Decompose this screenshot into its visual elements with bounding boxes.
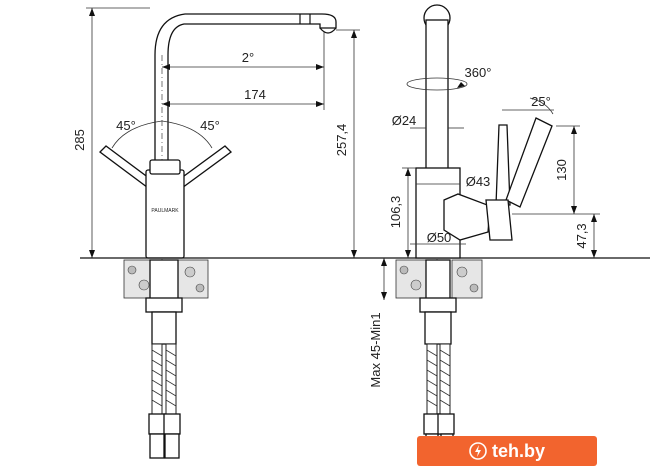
dim-height-spout: 257,4: [334, 124, 349, 157]
dim-mounting: Max 45-Min1: [368, 312, 383, 387]
dim-diameter-base: Ø50: [427, 230, 452, 245]
dim-lever-angle: 25°: [531, 94, 551, 109]
dim-angle-right: 45°: [200, 118, 220, 133]
site-watermark: teh.by: [417, 436, 597, 466]
dim-angle-spout: 2°: [242, 50, 254, 65]
countertop-section-left: [123, 259, 209, 299]
dim-height-body: 106,3: [388, 196, 403, 229]
dim-height-total: 285: [72, 129, 87, 151]
left-view: 285 257,4 2° 174 45° 45° PAULMARK: [72, 7, 650, 459]
brand-label: PAULMARK: [151, 208, 179, 214]
dim-diameter-spout: Ø24: [392, 113, 417, 128]
countertop-section-right: [395, 259, 483, 299]
dim-reach: 174: [244, 87, 266, 102]
dim-lever-height: 130: [554, 159, 569, 181]
lightning-icon: [469, 442, 487, 460]
dim-rotation: 360°: [465, 65, 492, 80]
dim-diameter-body: Ø43: [466, 174, 491, 189]
watermark-text: teh.by: [491, 440, 545, 461]
hoses-left: [148, 343, 181, 459]
right-view: 360° Ø24 25° Ø43 Ø50 106,3 130: [368, 4, 600, 459]
dim-lever-base: 47,3: [574, 223, 589, 248]
dim-angle-left: 45°: [116, 118, 136, 133]
